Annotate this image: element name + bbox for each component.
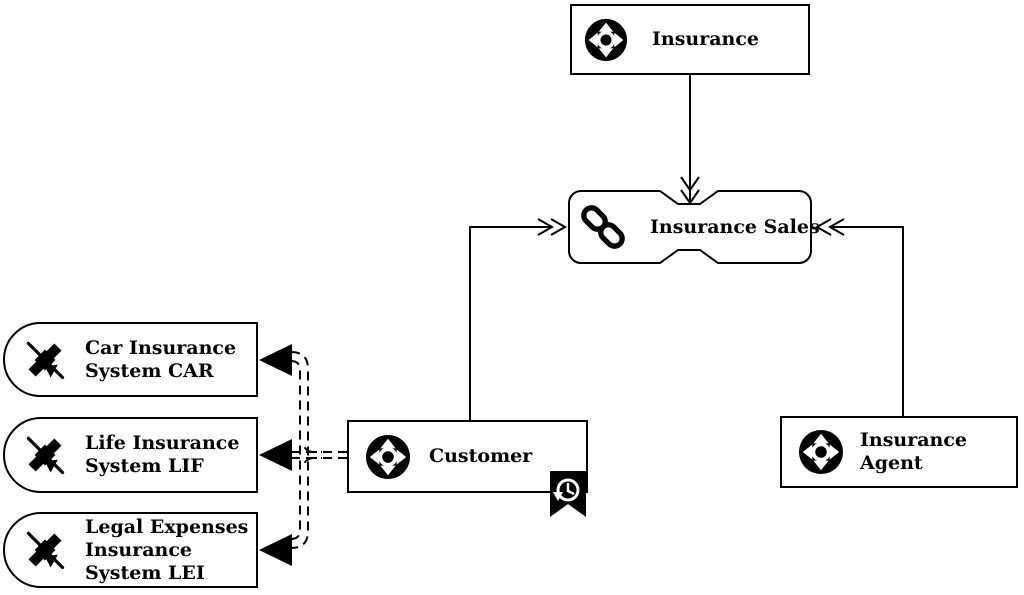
node-insurance-agent[interactable]: Insurance Agent	[780, 416, 1018, 488]
node-legal-expenses-system[interactable]: Legal Expenses Insurance System LEI	[3, 512, 258, 588]
connector-customer-to-sales[interactable]	[469, 218, 568, 420]
move-compass-icon	[584, 18, 628, 61]
connector-arrowheads[interactable]	[259, 344, 292, 566]
node-label: Life Insurance System LIF	[85, 432, 240, 477]
connector-agent-to-sales[interactable]	[814, 218, 904, 416]
node-customer[interactable]: Customer	[347, 420, 588, 493]
node-car-insurance-system[interactable]: Car Insurance System CAR	[3, 322, 258, 397]
chain-link-icon	[581, 205, 625, 249]
history-badge[interactable]	[550, 471, 586, 517]
node-label: Legal Expenses Insurance System LEI	[85, 515, 249, 584]
node-insurance-sales[interactable]: Insurance Sales	[568, 190, 820, 264]
satellite-icon	[26, 531, 65, 570]
node-label: Car Insurance System CAR	[85, 336, 237, 382]
node-label: Customer	[429, 445, 533, 467]
move-compass-icon	[798, 429, 844, 475]
satellite-icon	[26, 341, 65, 379]
node-label: Insurance Agent	[860, 429, 968, 474]
node-label: Insurance Sales	[650, 215, 820, 238]
history-clock-icon	[550, 471, 586, 517]
node-label: Insurance	[652, 28, 760, 50]
move-compass-icon	[365, 434, 411, 479]
connector-insurance-to-sales[interactable]	[680, 75, 700, 205]
notched-node-shape	[568, 190, 812, 264]
node-insurance[interactable]: Insurance	[570, 4, 810, 75]
connector-customer-to-systems[interactable]	[290, 351, 347, 549]
satellite-icon	[26, 436, 65, 475]
node-life-insurance-system[interactable]: Life Insurance System LIF	[3, 417, 258, 493]
